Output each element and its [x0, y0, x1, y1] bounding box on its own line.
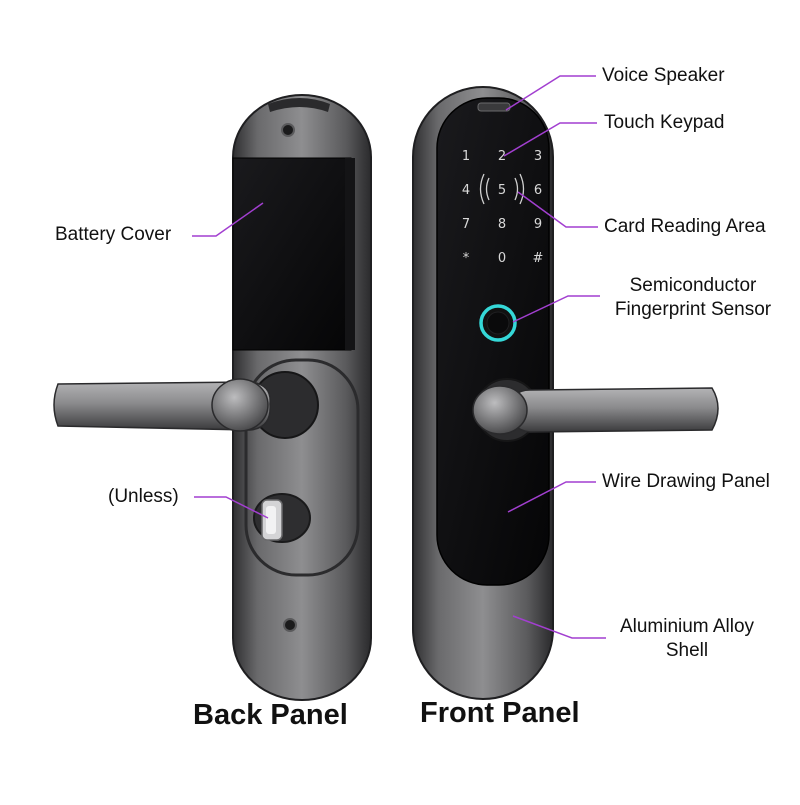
- speaker-grille: [477, 102, 511, 112]
- fingerprint-label-line2: Fingerprint Sensor: [614, 299, 772, 320]
- keypad-key[interactable]: 0: [498, 251, 506, 266]
- back-panel-top-screw: [281, 123, 295, 137]
- unless-label: (Unless): [108, 486, 179, 507]
- wire-drawing-panel-label: Wire Drawing Panel: [602, 471, 770, 492]
- battery-cover-edge: [345, 158, 355, 350]
- keypad-key[interactable]: *: [463, 251, 470, 266]
- front-panel: 1 2 3 4 5 6 7 8 9 * 0 #: [412, 86, 719, 700]
- front-panel-title: Front Panel: [420, 697, 580, 729]
- aluminium-alloy-shell-label: Aluminium Alloy Shell: [607, 615, 767, 663]
- keypad-key[interactable]: #: [533, 251, 544, 266]
- callout-line-unless: [194, 496, 269, 519]
- callout-line-touch-keypad: [503, 122, 597, 157]
- keypad-key[interactable]: 4: [462, 183, 470, 198]
- back-panel-top-slot: [268, 98, 330, 112]
- touch-keypad-label: Touch Keypad: [604, 112, 725, 133]
- keypad-key[interactable]: 2: [498, 149, 506, 164]
- keypad-key[interactable]: 5: [498, 183, 506, 198]
- keypad-key[interactable]: 6: [534, 183, 542, 198]
- fingerprint-label-line1: Semiconductor: [629, 275, 757, 296]
- card-reader-icon: [479, 173, 525, 205]
- callout-line-battery-cover: [192, 202, 264, 237]
- fingerprint-sensor[interactable]: [479, 304, 517, 342]
- callout-line-alloy-shell: [512, 615, 606, 639]
- keypad-key[interactable]: 8: [498, 217, 506, 232]
- keypad-key[interactable]: 9: [534, 217, 542, 232]
- back-panel-lower-recess: [244, 358, 360, 577]
- alloy-label-line1: Aluminium Alloy: [619, 616, 755, 637]
- callout-lines: [192, 75, 606, 639]
- callout-line-voice-speaker: [505, 75, 596, 111]
- callout-line-fingerprint: [512, 295, 600, 323]
- thumb-turn: [253, 493, 311, 543]
- fingerprint-sensor-label: Semiconductor Fingerprint Sensor: [603, 274, 783, 322]
- back-panel: [53, 94, 372, 701]
- back-panel-title: Back Panel: [193, 699, 348, 731]
- keypad-key[interactable]: 3: [534, 149, 542, 164]
- battery-cover-label: Battery Cover: [55, 224, 172, 245]
- back-panel-bottom-screw: [283, 618, 297, 632]
- keypad-key[interactable]: 1: [462, 149, 470, 164]
- keypad-key[interactable]: 7: [462, 217, 470, 232]
- callout-line-card-reading: [517, 191, 598, 228]
- alloy-label-line2: Shell: [665, 640, 709, 661]
- back-handle: [53, 371, 319, 439]
- front-handle: [472, 378, 719, 442]
- voice-speaker-label: Voice Speaker: [602, 65, 725, 86]
- touch-keypad: 1 2 3 4 5 6 7 8 9 * 0 #: [462, 149, 544, 266]
- battery-cover-plate: [232, 157, 352, 351]
- front-glass-panel: [436, 97, 550, 586]
- card-reading-area-label: Card Reading Area: [604, 216, 766, 237]
- callout-line-wire-drawing: [507, 481, 596, 513]
